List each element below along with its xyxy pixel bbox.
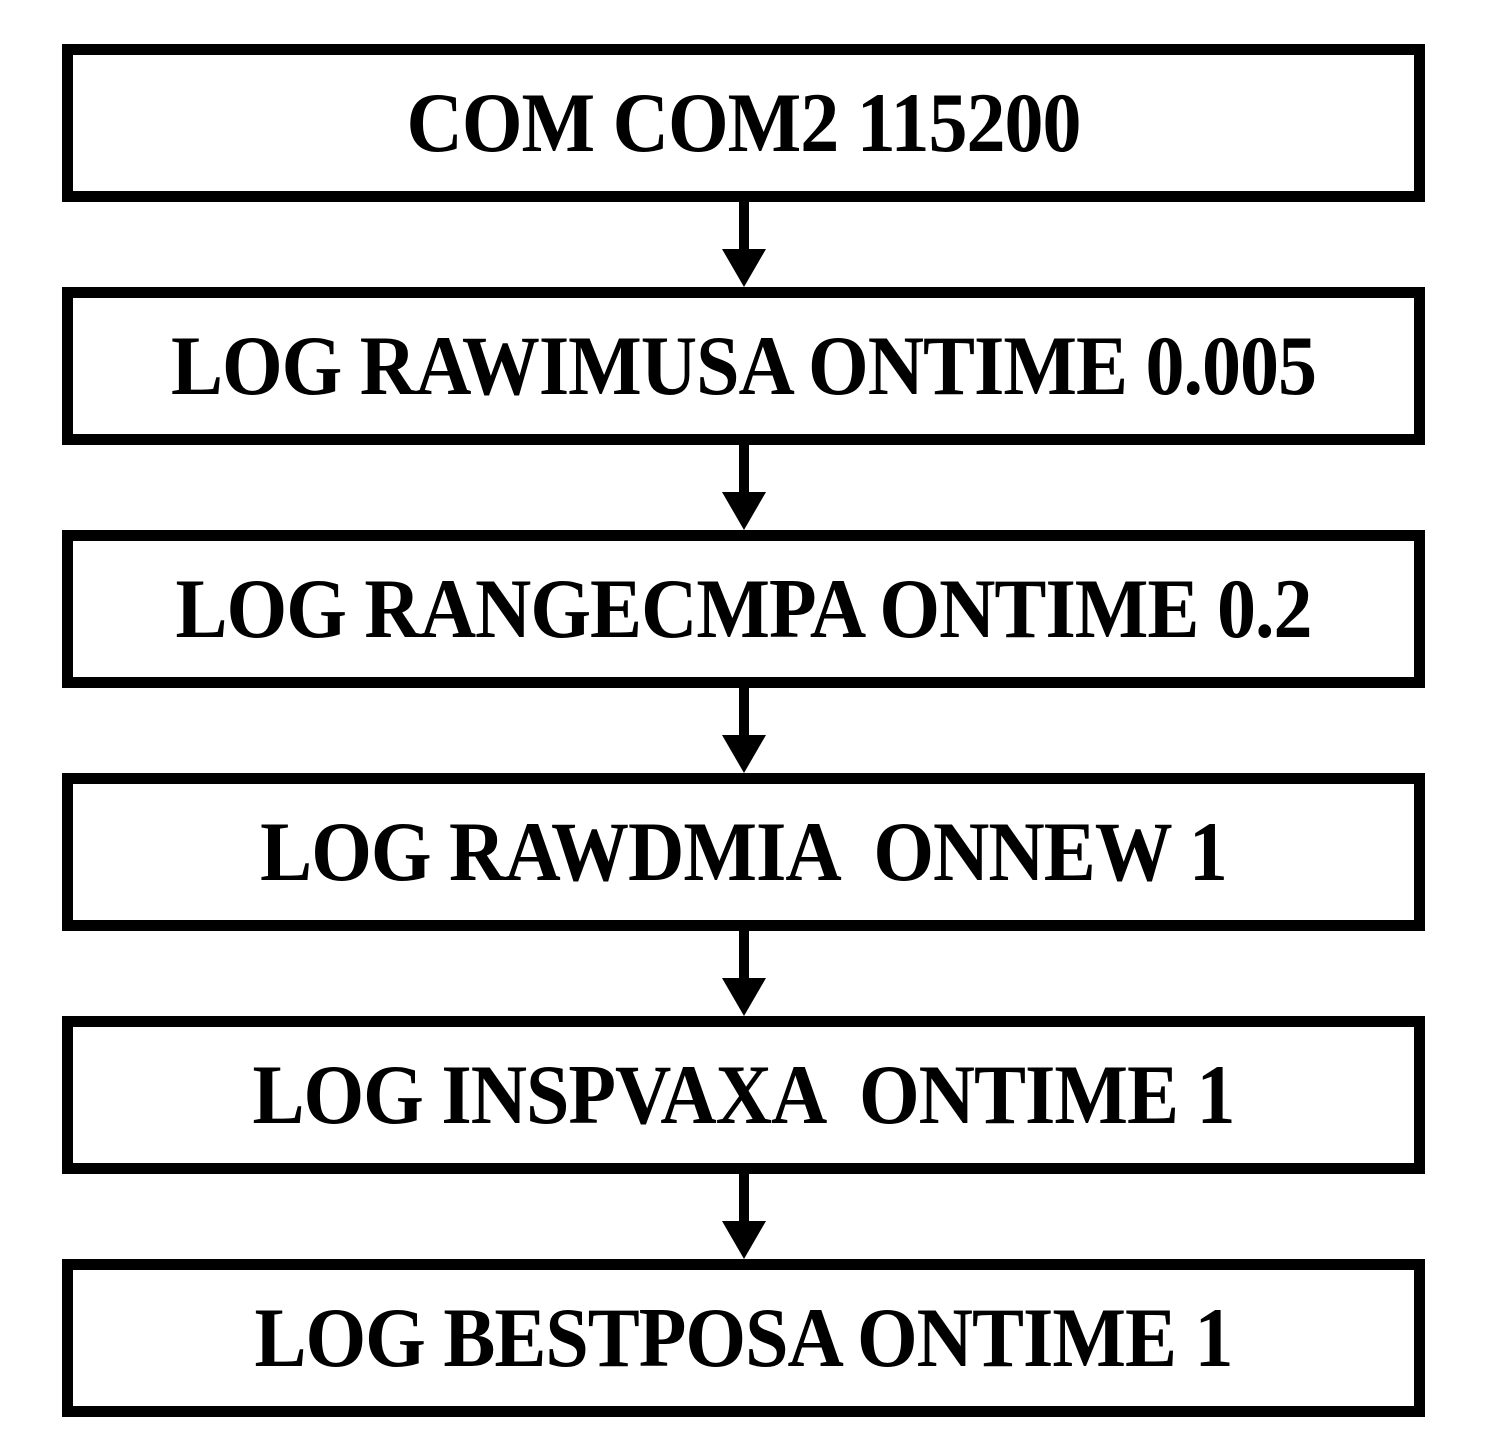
flow-connector xyxy=(721,445,766,530)
flow-step-label: LOG RAWDMIA ONNEW 1 xyxy=(260,804,1228,899)
flow-step-log-rawdmia: LOG RAWDMIA ONNEW 1 xyxy=(62,773,1425,931)
arrow-down-icon xyxy=(721,249,766,287)
flow-step-label: LOG RAWIMUSA ONTIME 0.005 xyxy=(170,318,1317,413)
flow-connector xyxy=(721,931,766,1016)
flow-step-com-port: COM COM2 115200 xyxy=(62,44,1425,202)
arrow-stem xyxy=(738,1174,749,1221)
flow-step-log-inspvaxa: LOG INSPVAXA ONTIME 1 xyxy=(62,1016,1425,1174)
arrow-stem xyxy=(738,688,749,735)
arrow-down-icon xyxy=(721,492,766,530)
flow-connector xyxy=(721,688,766,773)
arrow-down-icon xyxy=(721,735,766,773)
flow-step-log-bestposa: LOG BESTPOSA ONTIME 1 xyxy=(62,1259,1425,1417)
arrow-down-icon xyxy=(721,1221,766,1259)
arrow-stem xyxy=(738,931,749,978)
flow-step-log-rawimusa: LOG RAWIMUSA ONTIME 0.005 xyxy=(62,287,1425,445)
arrow-stem xyxy=(738,445,749,492)
flow-connector xyxy=(721,1174,766,1259)
flow-step-label: COM COM2 115200 xyxy=(406,75,1082,170)
flowchart: COM COM2 115200 LOG RAWIMUSA ONTIME 0.00… xyxy=(62,44,1425,1417)
arrow-down-icon xyxy=(721,978,766,1016)
flow-step-label: LOG BESTPOSA ONTIME 1 xyxy=(254,1290,1233,1385)
flow-connector xyxy=(721,202,766,287)
flow-step-label: LOG INSPVAXA ONTIME 1 xyxy=(252,1047,1235,1142)
arrow-stem xyxy=(738,202,749,249)
flow-step-log-rangecmpa: LOG RANGECMPA ONTIME 0.2 xyxy=(62,530,1425,688)
flow-step-label: LOG RANGECMPA ONTIME 0.2 xyxy=(175,561,1313,656)
